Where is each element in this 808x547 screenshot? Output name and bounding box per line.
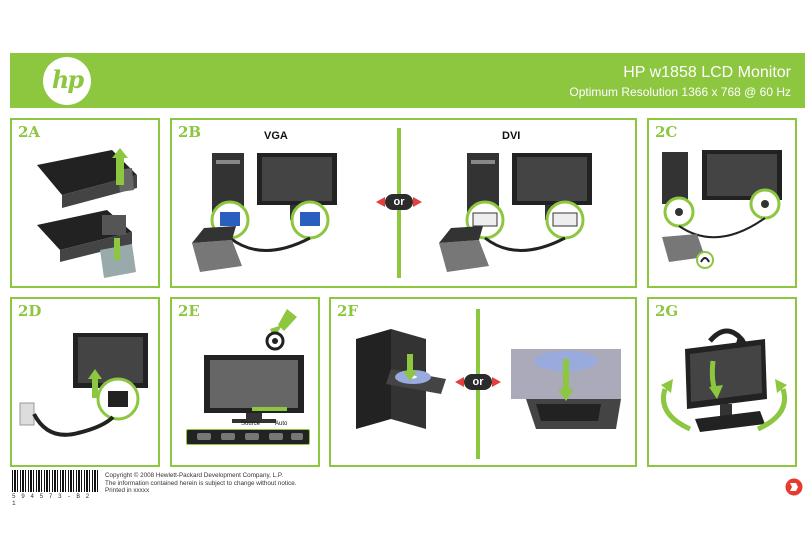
vga-label: VGA [264, 130, 288, 142]
audio-connection-illustration [662, 150, 782, 269]
vga-connection-illustration [192, 153, 337, 272]
optimum-resolution: Optimum Resolution 1366 x 768 @ 60 Hz [569, 85, 791, 99]
panel-2d: 2D [10, 297, 160, 467]
copyright-line: Printed in xxxxx [105, 487, 150, 495]
barcode-number: 5 9 4 5 7 3 - B 2 1 [12, 493, 91, 507]
power-cable-illustration [19, 333, 148, 437]
cd-drive-notebook-illustration [511, 349, 621, 429]
copyright-notice: Copyright © 2008 Hewlett-Packard Develop… [105, 472, 296, 495]
panel-2a: 2A [10, 118, 160, 288]
monitor-tilt-swivel-illustration [661, 328, 787, 432]
copyright-line: The information contained herein is subj… [105, 479, 297, 487]
panel-label: 2F [337, 302, 359, 320]
panel-label: 2E [178, 302, 200, 320]
panel-2f: 2F or [329, 297, 637, 467]
dvi-label: DVI [502, 130, 521, 142]
panel-label: 2D [18, 302, 42, 320]
or-connector-badge: or [376, 194, 422, 210]
header-banner: hp HP w1858 LCD Monitor Optimum Resoluti… [10, 53, 805, 108]
panel-label: 2G [655, 302, 679, 320]
arrow-badge-icon [785, 478, 803, 496]
osd-button[interactable] [245, 433, 259, 440]
osd-button[interactable] [291, 433, 303, 440]
osd-source-label: Source [241, 421, 261, 427]
panel-label: 2A [18, 123, 41, 141]
power-on-illustration [204, 309, 304, 423]
barcode [12, 470, 98, 492]
panel-2c: 2C [647, 118, 797, 288]
panel-label: 2C [655, 123, 678, 141]
osd-button[interactable] [197, 433, 211, 440]
osd-button[interactable] [269, 433, 283, 440]
osd-button[interactable] [221, 433, 235, 440]
copyright-line: Copyright © 2008 Hewlett-Packard Develop… [105, 472, 284, 479]
panel-2g: 2G [647, 297, 797, 467]
panel-2e: 2E Source Auto [170, 297, 320, 467]
dvi-connection-illustration [439, 153, 592, 272]
stand-attach-illustration [37, 148, 137, 278]
product-title: HP w1858 LCD Monitor [623, 64, 791, 81]
or-connector-badge: or [455, 374, 501, 390]
osd-button-strip: Source Auto [186, 421, 310, 445]
cd-drive-desktop-illustration [356, 329, 446, 429]
osd-auto-label: Auto [275, 421, 288, 427]
hp-logo-text: hp [51, 65, 84, 94]
panel-2b: 2B VGA DVI or [170, 118, 637, 288]
hp-logo: hp [43, 57, 91, 105]
panel-label: 2B [178, 123, 202, 141]
